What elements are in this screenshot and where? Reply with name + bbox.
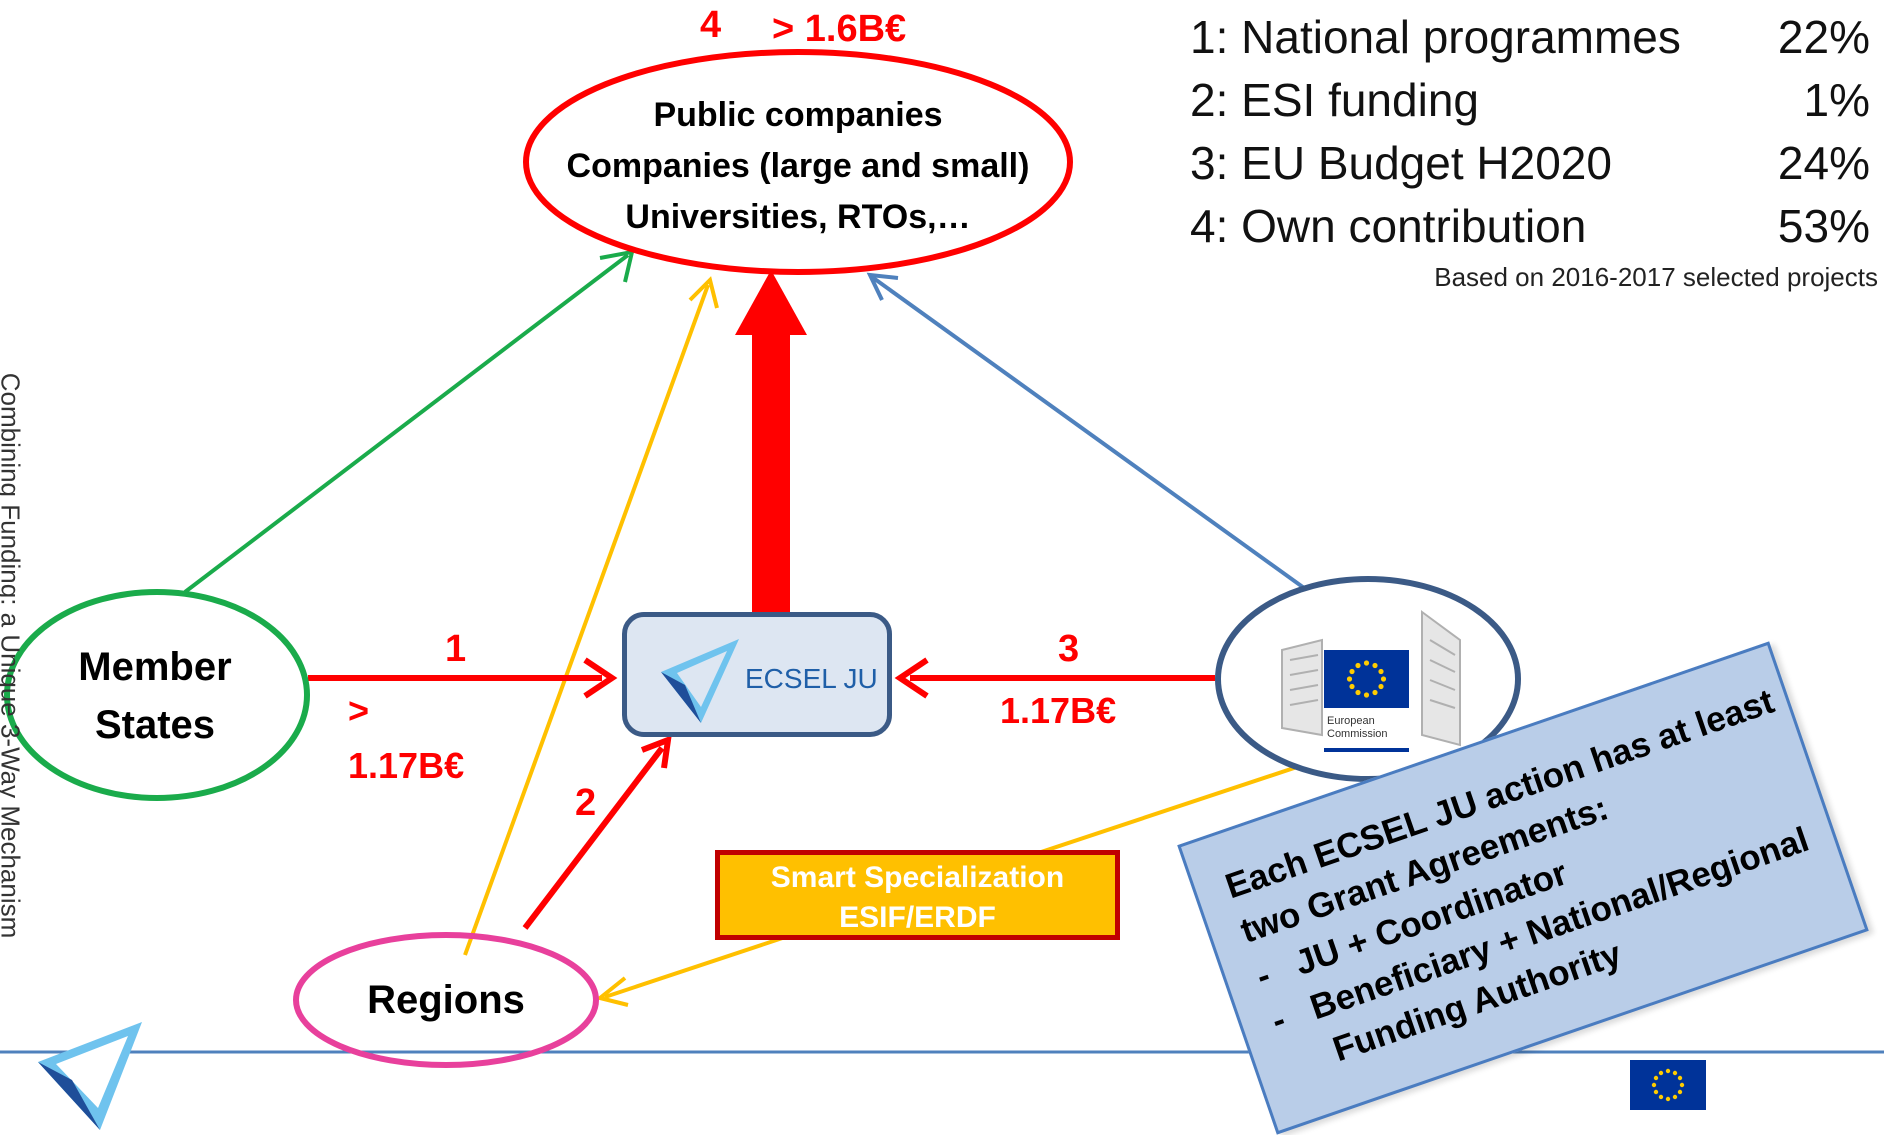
flow-1-number: 1 — [445, 628, 467, 670]
legend-label: 4: Own contribution — [1190, 200, 1587, 252]
commission-caption-line: European — [1327, 715, 1375, 727]
arrow-regions-to-beneficiaries — [463, 284, 710, 956]
arrow-ecsel-to-beneficiaries-head — [735, 270, 807, 335]
member-states-ellipse — [4, 589, 310, 801]
legend-label: 1: National programmes — [1190, 11, 1681, 63]
smart-specialization-box: Smart Specialization ESIF/ERDF — [715, 850, 1120, 940]
ecsel-logo-icon — [661, 639, 739, 723]
arrow-head-red-1 — [583, 657, 618, 699]
commission-caption-line: Commission — [1327, 728, 1388, 740]
beneficiaries-label: Public companies Companies (large and sm… — [528, 90, 1068, 243]
arrow-commission-to-beneficiaries — [870, 275, 1320, 600]
flow-4-amount: > 1.6B€ — [772, 8, 907, 50]
flow-1-amount: 1.17B€ — [348, 745, 465, 786]
smart-specialization-line: Smart Specialization — [770, 861, 1065, 894]
flow-3-amount: 1.17B€ — [1000, 690, 1117, 731]
ecsel-ju-label: ECSEL JU — [745, 663, 878, 694]
smart-specialization-line: ESIF/ERDF — [839, 901, 996, 934]
beneficiaries-line: Public companies — [653, 96, 943, 134]
member-states-label: Member States — [30, 638, 280, 754]
legend-label: 3: EU Budget H2020 — [1190, 137, 1612, 189]
arrow-head-blue — [866, 272, 899, 301]
arrow-head-red-3 — [894, 657, 929, 699]
commission-logo — [1281, 610, 1461, 755]
arrow-head-yellow-regions — [595, 976, 629, 1007]
arrow-member-states-to-beneficiaries — [183, 253, 630, 594]
legend-row: 3: EU Budget H2020 24% — [1190, 136, 1870, 190]
beneficiaries-line: Companies (large and small) — [566, 147, 1030, 185]
flow-3-number: 3 — [1058, 628, 1080, 670]
sidebar-title: Combining Funding: a Unique 3-Way Mechan… — [0, 372, 26, 939]
regions-label: Regions — [367, 978, 525, 1022]
legend-label: 2: ESI funding — [1190, 74, 1479, 126]
arrow-ecsel-to-beneficiaries-shaft — [752, 333, 790, 616]
arrow-head-red-2 — [640, 735, 672, 769]
legend-row: 1: National programmes 22% — [1190, 10, 1870, 64]
legend-value: 24% — [1777, 137, 1870, 189]
eu-flag-icon — [1324, 650, 1409, 708]
flow-2-number: 2 — [575, 782, 597, 824]
legend-value: 53% — [1777, 200, 1870, 252]
flow-4-number: 4 — [700, 4, 722, 46]
member-states-line: Member — [78, 645, 232, 689]
arrow-head-yellow-up — [688, 276, 719, 309]
arrow-regions-to-ecsel — [522, 746, 665, 930]
commission-caption: European Commission — [1327, 715, 1388, 741]
regions-ellipse — [293, 932, 599, 1068]
legend-value: 1% — [1803, 74, 1870, 126]
legend-row: 2: ESI funding 1% — [1190, 73, 1870, 127]
legend-note: Based on 2016-2017 selected projects — [1434, 262, 1878, 292]
beneficiaries-ellipse — [523, 49, 1073, 275]
flow-1-amount-prefix: > — [348, 690, 370, 731]
ecsel-ju-box: ECSEL JU — [622, 612, 892, 737]
eu-flag-footer-icon — [1630, 1060, 1706, 1110]
legend-row: 4: Own contribution 53% — [1190, 199, 1870, 253]
ecsel-footer-logo — [38, 1022, 142, 1130]
legend-value: 22% — [1777, 11, 1870, 63]
building-icon — [1281, 610, 1461, 747]
beneficiaries-line: Universities, RTOs,… — [625, 198, 971, 236]
member-states-line: States — [94, 703, 216, 747]
